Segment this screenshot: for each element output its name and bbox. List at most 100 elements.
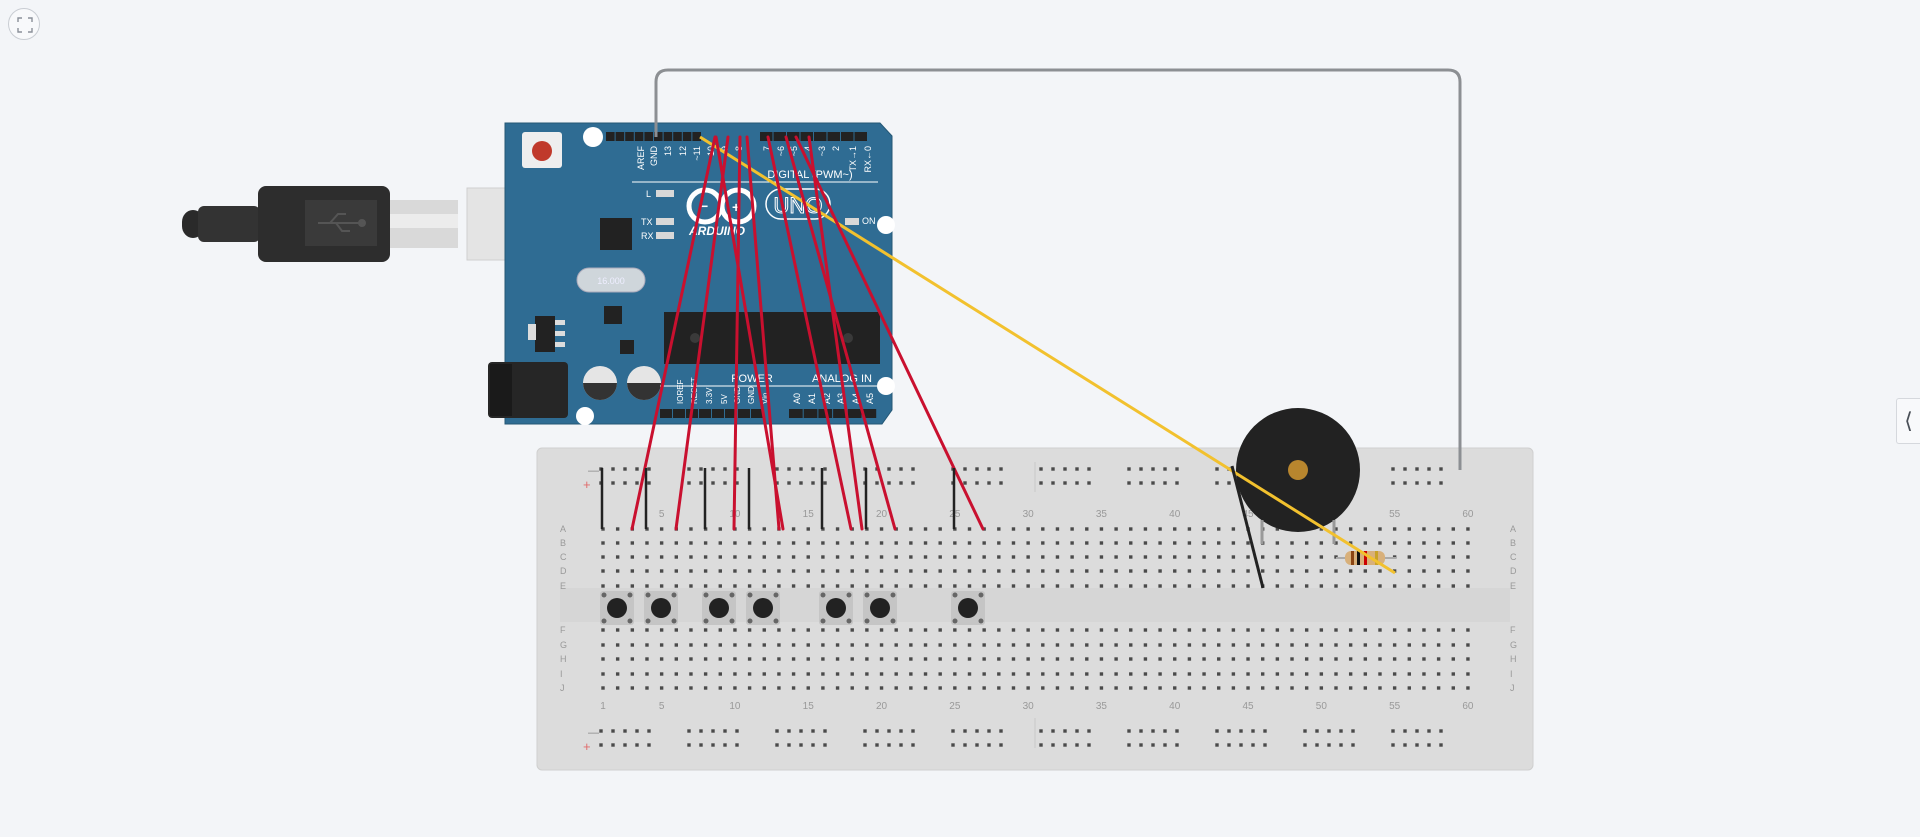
wire-red[interactable]	[674, 135, 730, 531]
wire-red[interactable]	[714, 135, 785, 531]
header-pin[interactable]	[644, 132, 653, 141]
header-pin[interactable]	[789, 409, 803, 418]
black-jumpers[interactable]	[600, 468, 956, 529]
pushbutton-cap[interactable]	[753, 598, 773, 618]
row-label: F	[1510, 625, 1516, 635]
header-pin[interactable]	[827, 132, 841, 141]
header-pin[interactable]	[682, 132, 692, 141]
header-pin[interactable]	[673, 409, 685, 418]
header-pin[interactable]	[692, 132, 701, 141]
header-pin[interactable]	[787, 132, 800, 141]
digital-pin-label: ~5	[789, 146, 799, 156]
pushbutton-cap[interactable]	[958, 598, 978, 618]
arduino-uno-board[interactable]: 16.000 L TX RX ON − + ARDUINO UNO DIGITA…	[488, 122, 895, 425]
analog-pin-label: A5	[865, 393, 875, 404]
breadboard[interactable]: — + — + 51015202530354045505560151015202…	[536, 447, 1534, 771]
red-wires[interactable]	[630, 135, 985, 531]
header-pin[interactable]	[654, 132, 663, 141]
usb-cable[interactable]	[182, 186, 564, 262]
row-label: D	[1510, 566, 1517, 576]
header-pin[interactable]	[847, 409, 862, 418]
pushbutton[interactable]	[644, 591, 678, 625]
header-pin[interactable]	[615, 132, 625, 141]
column-label-bottom: 60	[1462, 701, 1474, 712]
side-panel-toggle[interactable]: ⟨	[1896, 398, 1920, 444]
header-pin[interactable]	[712, 409, 724, 418]
pushbutton[interactable]	[600, 591, 634, 625]
piezo-buzzer[interactable]	[1236, 408, 1360, 544]
header-pin[interactable]	[634, 132, 644, 141]
column-label-top: 20	[876, 509, 888, 520]
column-label-bottom: 40	[1169, 701, 1181, 712]
header-pin[interactable]	[606, 132, 615, 141]
wires[interactable]	[654, 68, 1462, 589]
power-label: POWER	[731, 373, 773, 385]
header-pin[interactable]	[800, 132, 814, 141]
digital-header[interactable]	[606, 132, 867, 141]
header-pin[interactable]	[625, 132, 634, 141]
wire-red[interactable]	[784, 135, 897, 531]
header-pin[interactable]	[862, 409, 877, 418]
pushbutton[interactable]	[951, 591, 985, 625]
pushbutton-cap[interactable]	[607, 598, 627, 618]
header-pin[interactable]	[673, 132, 682, 141]
column-label-bottom: 1	[600, 701, 606, 712]
svg-text:+: +	[732, 199, 740, 215]
pushbutton-cap[interactable]	[651, 598, 671, 618]
digital-label: DIGITAL (PWM~)	[767, 169, 852, 181]
breadboard-holes[interactable]	[599, 467, 1470, 747]
header-pin[interactable]	[760, 132, 773, 141]
reset-button-cap[interactable]	[532, 141, 552, 161]
power-pin-label: 5V	[720, 394, 729, 404]
header-pin[interactable]	[814, 132, 827, 141]
wire-red[interactable]	[630, 135, 717, 531]
led-label-l: L	[646, 189, 651, 199]
header-pin[interactable]	[854, 132, 868, 141]
led-label-rx: RX	[641, 231, 654, 241]
pushbutton[interactable]	[863, 591, 897, 625]
wire-red[interactable]	[745, 135, 781, 531]
pushbutton-cap[interactable]	[870, 598, 890, 618]
row-label: H	[1510, 654, 1517, 664]
wire-red[interactable]	[794, 135, 985, 531]
digital-pin-label: 12	[678, 146, 688, 156]
usb-icon	[318, 213, 366, 232]
header-pin[interactable]	[773, 132, 787, 141]
analog-pin-label: A1	[807, 393, 817, 404]
header-pin[interactable]	[841, 132, 854, 141]
digital-pin-label: ~3	[817, 146, 827, 156]
header-pin[interactable]	[663, 132, 673, 141]
wire-black-buzzer[interactable]	[1230, 465, 1265, 589]
header-pin[interactable]	[660, 409, 672, 418]
wire-red[interactable]	[807, 135, 864, 531]
wire-red[interactable]	[766, 135, 853, 531]
digital-pin-label: 7	[762, 146, 772, 151]
wire-gray-gnd[interactable]	[654, 68, 1462, 470]
row-label: A	[560, 524, 566, 534]
digital-pin-label: 13	[663, 146, 673, 156]
column-label-bottom: 50	[1316, 701, 1328, 712]
power-pin-label: GND	[747, 386, 756, 404]
fit-view-button[interactable]	[8, 8, 40, 40]
header-pin[interactable]	[803, 409, 818, 418]
column-label-bottom: 55	[1389, 701, 1401, 712]
pushbutton-cap[interactable]	[826, 598, 846, 618]
header-pin[interactable]	[725, 409, 737, 418]
pushbutton[interactable]	[702, 591, 736, 625]
pushbutton[interactable]	[819, 591, 853, 625]
digital-pin-label: ~11	[692, 146, 702, 161]
chevron-left-icon: ⟨	[1904, 408, 1913, 433]
header-pin[interactable]	[751, 409, 763, 418]
header-pin[interactable]	[833, 409, 847, 418]
header-pin[interactable]	[699, 409, 711, 418]
wire-red[interactable]	[732, 135, 742, 531]
wire-yellow-signal[interactable]	[699, 135, 1396, 575]
pushbutton-cap[interactable]	[709, 598, 729, 618]
rail-plus-top: +	[583, 477, 591, 492]
rail-minus-bottom: —	[588, 727, 599, 739]
analog-pin-label: A2	[822, 393, 832, 404]
header-pin[interactable]	[738, 409, 750, 418]
pushbuttons[interactable]	[600, 591, 985, 625]
pushbutton[interactable]	[746, 591, 780, 625]
